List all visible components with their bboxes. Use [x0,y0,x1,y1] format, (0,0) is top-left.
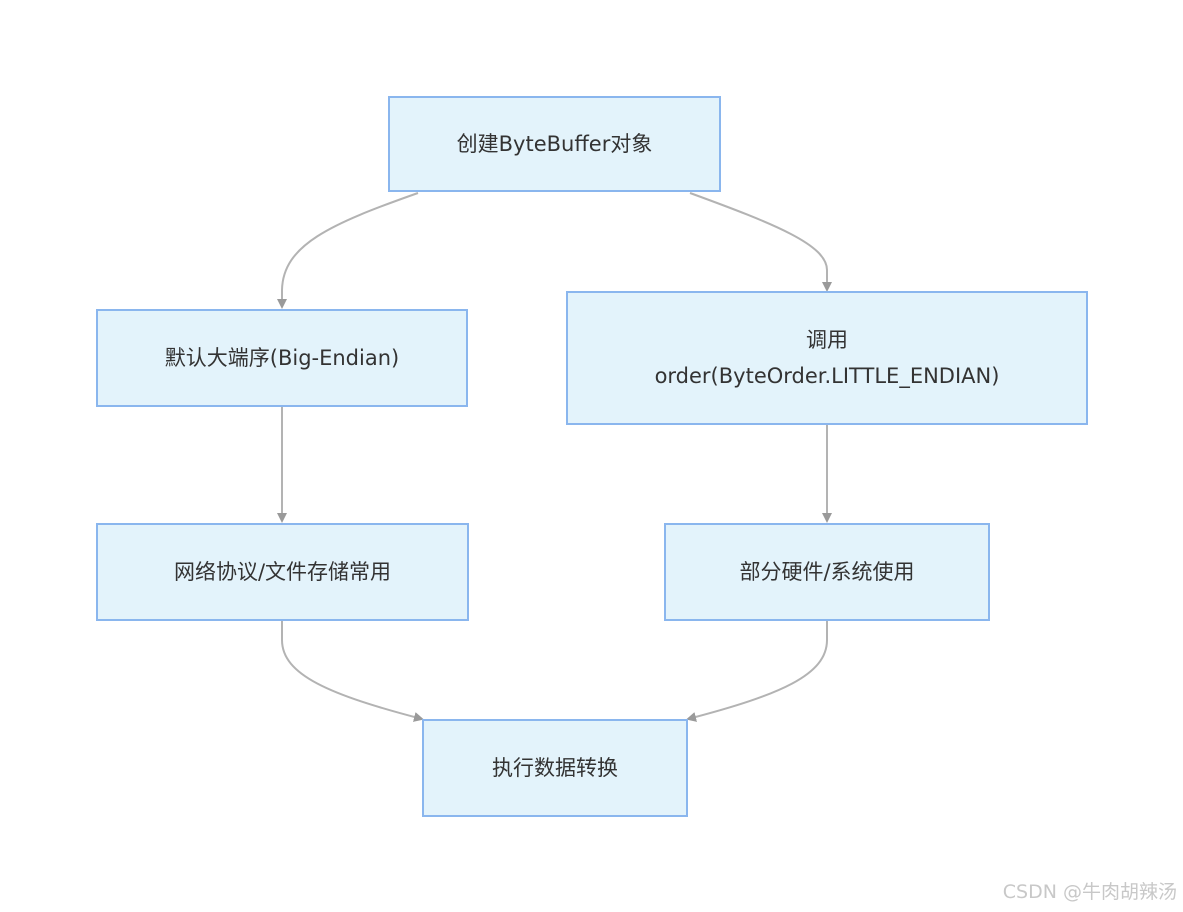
node-network-file-storage-label: 网络协议/文件存储常用 [173,560,392,584]
node-default-big-endian: 默认大端序(Big-Endian) [96,309,468,407]
csdn-watermark: CSDN @牛肉胡辣汤 [1002,881,1177,903]
edge-create-to-default [277,192,419,309]
node-default-big-endian-label: 默认大端序(Big-Endian) [164,346,400,370]
node-execute-conversion-label: 执行数据转换 [492,756,618,780]
node-execute-conversion: 执行数据转换 [422,719,688,817]
edge-create-to-call-order [689,192,832,292]
node-hardware-system-label: 部分硬件/系统使用 [739,560,915,584]
node-create-bytebuffer: 创建ByteBuffer对象 [388,96,721,192]
node-call-order-line2: order(ByteOrder.LITTLE_ENDIAN) [654,364,1000,388]
node-call-order-line1: 调用 [806,328,848,352]
edge-network-to-convert [281,621,424,722]
node-call-order: 调用 order(ByteOrder.LITTLE_ENDIAN) [566,291,1088,425]
node-hardware-system: 部分硬件/系统使用 [664,523,990,621]
node-create-bytebuffer-label: 创建ByteBuffer对象 [456,132,653,156]
node-network-file-storage: 网络协议/文件存储常用 [96,523,469,621]
edge-hardware-to-convert [686,621,828,722]
